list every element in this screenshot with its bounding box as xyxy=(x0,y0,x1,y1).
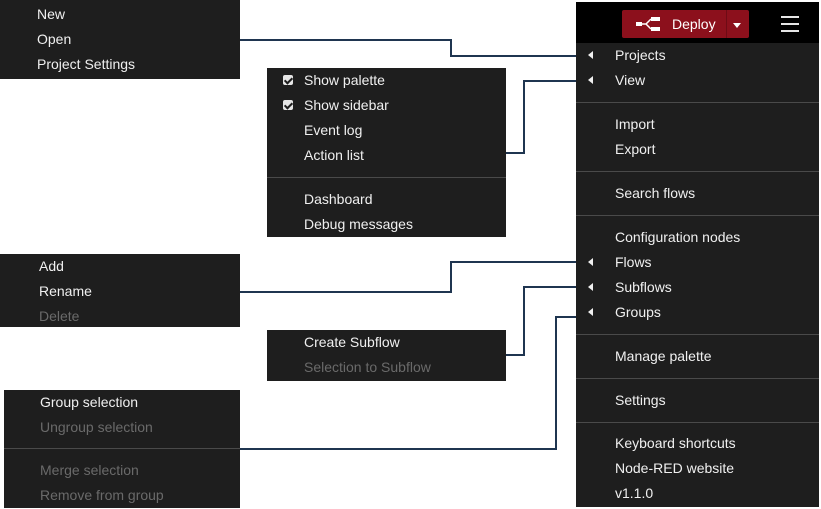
deploy-label: Deploy xyxy=(672,16,716,32)
menu-item-remove-from-group: Remove from group xyxy=(40,487,164,503)
connector-groups xyxy=(240,316,578,450)
menu-divider xyxy=(267,177,506,178)
menu-item-add[interactable]: Add xyxy=(39,258,64,274)
menu-item-create-subflow[interactable]: Create Subflow xyxy=(304,334,400,350)
menu-item-node-red-website[interactable]: Node-RED website xyxy=(615,460,735,476)
connector-subflows xyxy=(506,286,578,356)
caret-left-icon xyxy=(588,283,593,291)
menu-item-ungroup-selection: Ungroup selection xyxy=(40,419,153,435)
connector-flows xyxy=(240,261,578,293)
chevron-down-icon[interactable] xyxy=(733,23,741,28)
menu-divider xyxy=(576,334,819,335)
version-label: v1.1.0 xyxy=(615,485,654,501)
caret-left-icon xyxy=(588,258,593,266)
menu-item-selection-to-subflow: Selection to Subflow xyxy=(304,359,431,375)
deploy-icon xyxy=(636,17,660,31)
menu-item-new[interactable]: New xyxy=(37,6,66,22)
deploy-divider xyxy=(726,10,727,38)
caret-left-icon xyxy=(588,308,593,316)
menu-item-group-selection[interactable]: Group selection xyxy=(40,394,139,410)
subflows-submenu: Create Subflow Selection to Subflow xyxy=(267,330,506,381)
groups-submenu: Group selection Ungroup selection Merge … xyxy=(4,390,240,508)
menu-item-dashboard[interactable]: Dashboard xyxy=(304,191,373,207)
menu-item-show-sidebar[interactable]: Show sidebar xyxy=(267,93,506,118)
menu-divider xyxy=(576,102,819,103)
menu-item-import[interactable]: Import xyxy=(615,116,655,132)
menu-divider xyxy=(576,215,819,216)
menu-item-open[interactable]: Open xyxy=(37,31,72,47)
menu-item-view[interactable]: View xyxy=(576,68,819,93)
menu-item-search-flows[interactable]: Search flows xyxy=(615,185,696,201)
checkbox-checked-icon[interactable] xyxy=(283,75,293,85)
menu-item-settings[interactable]: Settings xyxy=(615,392,666,408)
menu-item-action-list[interactable]: Action list xyxy=(304,147,364,163)
menu-item-subflows[interactable]: Subflows xyxy=(576,275,819,300)
caret-left-icon xyxy=(588,76,593,84)
menu-item-export[interactable]: Export xyxy=(615,141,656,157)
deploy-button[interactable]: Deploy xyxy=(622,10,749,38)
main-menu: Deploy Projects View Import Export Searc… xyxy=(576,2,819,507)
menu-item-groups[interactable]: Groups xyxy=(576,300,819,325)
menu-item-projects[interactable]: Projects xyxy=(576,43,819,68)
flows-submenu: Add Rename Delete xyxy=(0,254,240,327)
menu-item-show-palette[interactable]: Show palette xyxy=(267,68,506,93)
menu-item-rename[interactable]: Rename xyxy=(39,283,92,299)
menu-item-merge-selection: Merge selection xyxy=(40,462,139,478)
connector-view xyxy=(506,80,578,154)
menu-item-flows[interactable]: Flows xyxy=(576,250,819,275)
checkbox-checked-icon[interactable] xyxy=(283,100,293,110)
menu-divider xyxy=(576,171,819,172)
projects-submenu: New Open Project Settings xyxy=(0,0,240,79)
menu-item-event-log[interactable]: Event log xyxy=(304,122,363,138)
menu-divider xyxy=(576,422,819,423)
hamburger-menu-icon[interactable] xyxy=(781,16,799,32)
menu-item-project-settings[interactable]: Project Settings xyxy=(37,56,136,72)
menu-divider xyxy=(576,378,819,379)
menu-item-delete: Delete xyxy=(39,308,80,324)
header-bar: Deploy xyxy=(576,2,819,43)
menu-item-keyboard-shortcuts[interactable]: Keyboard shortcuts xyxy=(615,435,736,451)
menu-item-debug-messages[interactable]: Debug messages xyxy=(304,216,413,232)
menu-item-configuration-nodes[interactable]: Configuration nodes xyxy=(615,229,741,245)
menu-divider xyxy=(4,448,240,449)
view-submenu: Show palette Show sidebar Event log Acti… xyxy=(267,68,506,237)
menu-item-manage-palette[interactable]: Manage palette xyxy=(615,348,712,364)
connector-projects xyxy=(240,39,578,57)
caret-left-icon xyxy=(588,51,593,59)
